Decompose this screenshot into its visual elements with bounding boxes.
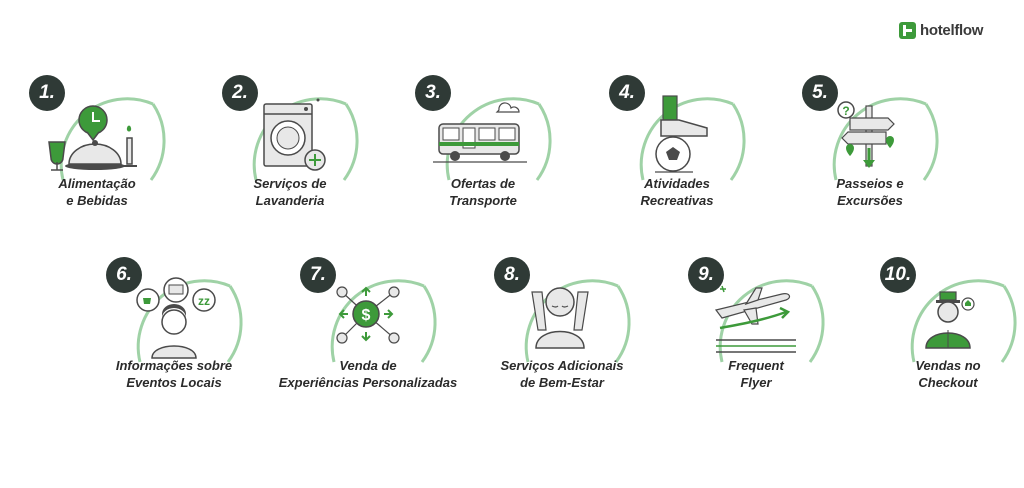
- dining-icon: [48, 97, 166, 181]
- svg-text:?: ?: [842, 104, 849, 118]
- step-badge: 4.: [609, 75, 645, 111]
- washing-machine-icon: [252, 97, 359, 181]
- step-badge: 10.: [880, 257, 916, 293]
- hotelflow-logo-icon: [899, 21, 916, 39]
- step-badge: 3.: [415, 75, 451, 111]
- step-badge: 8.: [494, 257, 530, 293]
- hotelflow-logo: hotelflow: [899, 19, 983, 41]
- step-badge: 1.: [29, 75, 65, 111]
- bus-icon: [433, 97, 552, 181]
- logo-text: hotelflow: [920, 21, 984, 39]
- airplane-icon: [714, 279, 825, 363]
- step-badge: 7.: [300, 257, 336, 293]
- step-badge: 9.: [688, 257, 724, 293]
- dollar-network-icon: $: [330, 279, 437, 363]
- massage-icon: [524, 279, 631, 363]
- svg-text:$: $: [362, 307, 371, 324]
- signpost-icon: ?: [832, 97, 939, 181]
- soccer-icon: [639, 95, 746, 181]
- step-badge: 6.: [106, 257, 142, 293]
- bellhop-icon: [910, 279, 1017, 363]
- svg-text:zz: zz: [198, 294, 210, 308]
- person-thoughts-icon: zz: [136, 277, 243, 363]
- step-badge: 5.: [802, 75, 838, 111]
- step-badge: 2.: [222, 75, 258, 111]
